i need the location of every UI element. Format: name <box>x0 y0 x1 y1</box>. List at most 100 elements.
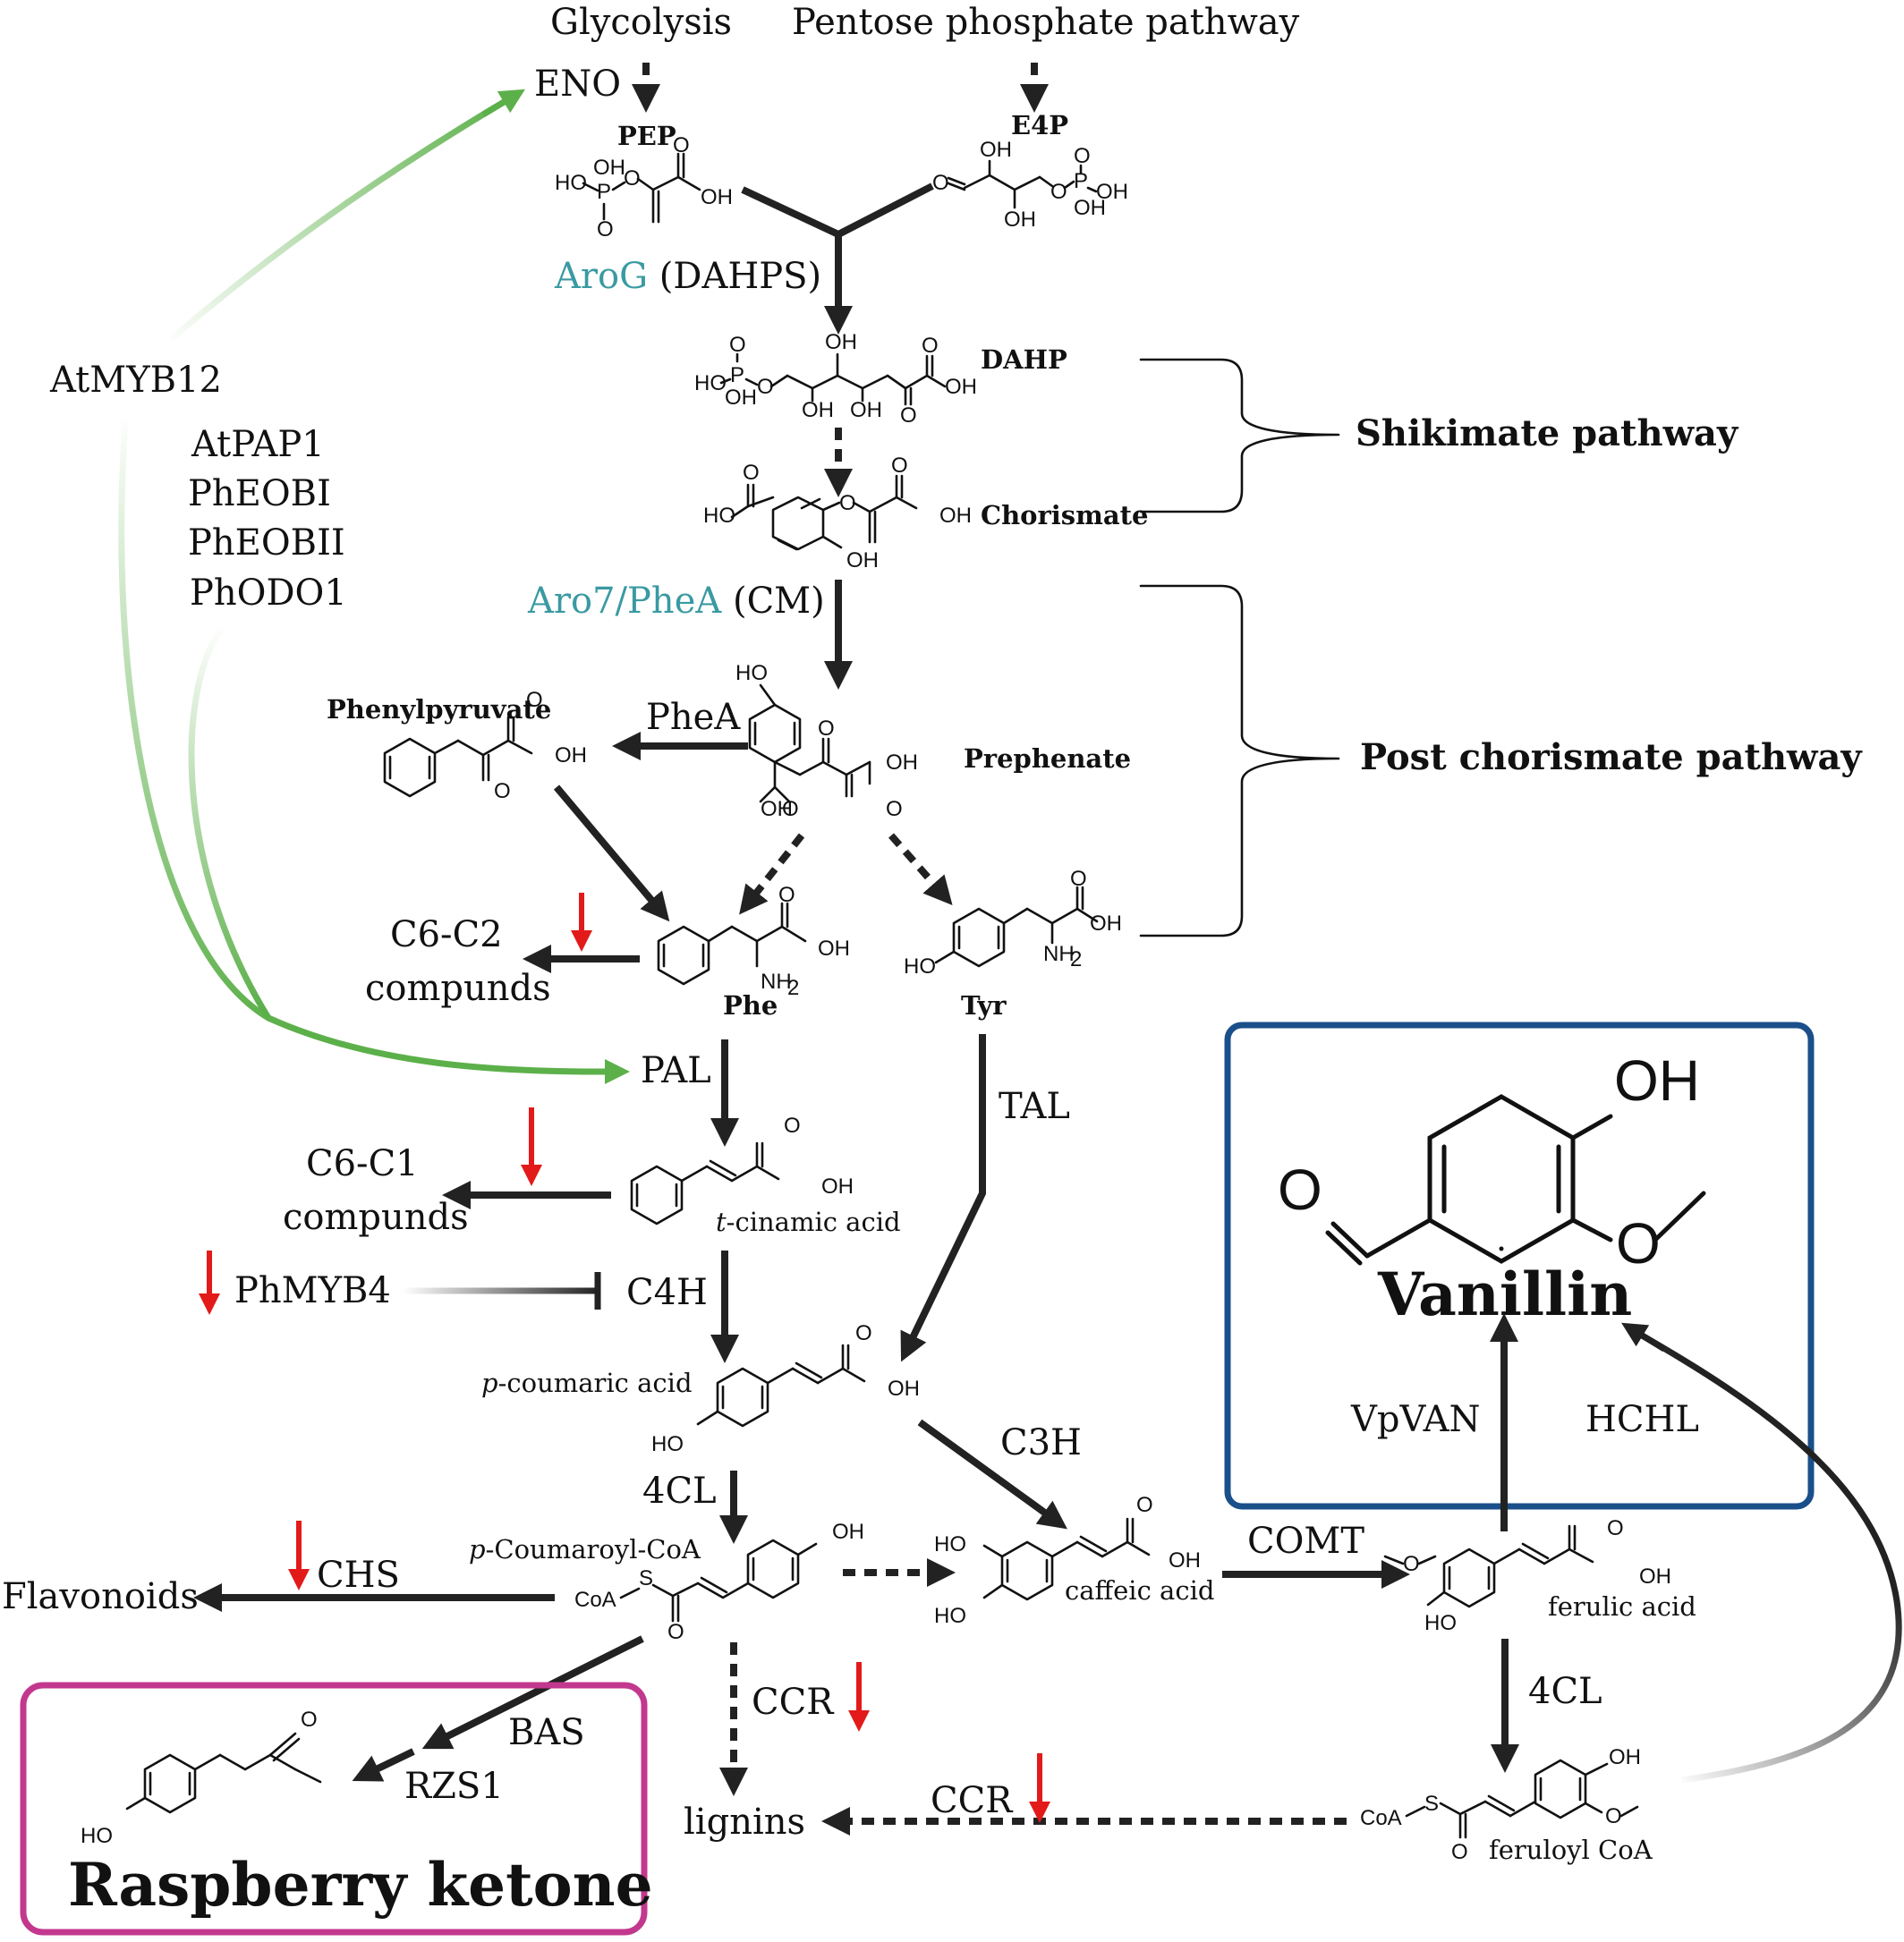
c6c1-label-line2: compunds <box>283 1197 469 1238</box>
coumaric-acid-label: p-coumaric acid <box>481 1368 693 1398</box>
cinamic-acid-label: t-cinamic acid <box>716 1207 901 1237</box>
svg-text:O: O <box>1607 1516 1624 1540</box>
svg-text:OH: OH <box>701 185 733 209</box>
svg-text:O: O <box>1278 1158 1322 1222</box>
svg-text:P: P <box>730 363 744 387</box>
tal-arrow <box>900 1034 986 1362</box>
svg-text:CoA: CoA <box>574 1588 616 1612</box>
svg-text:O: O <box>891 454 908 478</box>
svg-text:O: O <box>1070 867 1087 891</box>
c6c1-label-line1: C6-C1 <box>306 1143 419 1184</box>
svg-text:O: O <box>597 217 614 242</box>
prephenate-to-tyr-arrow <box>888 833 953 906</box>
svg-text:OH: OH <box>802 398 834 422</box>
regulator-phodo1: PhODO1 <box>190 572 347 614</box>
ccr-enzyme-label-1: CCR <box>752 1682 835 1723</box>
svg-text:O: O <box>886 797 903 821</box>
svg-text:OH: OH <box>1639 1565 1671 1589</box>
svg-text:CoA: CoA <box>1360 1806 1402 1830</box>
pep-label: PEP <box>617 121 676 151</box>
svg-text:OH: OH <box>886 751 918 775</box>
dahp-structure: O P HO OH O OH OH OH O O OH <box>694 330 977 428</box>
prephenate-to-phe-arrow <box>739 833 805 915</box>
hchl-enzyme-label: HCHL <box>1585 1399 1699 1440</box>
flavonoids-label: Flavonoids <box>2 1576 199 1617</box>
coumaric-acid-structure: HO O OH <box>651 1321 920 1456</box>
svg-text:OH: OH <box>593 156 625 180</box>
phenylpyruvate-label: Phenylpyruvate <box>327 694 551 725</box>
tal-enzyme-label: TAL <box>999 1086 1070 1127</box>
svg-text:OH: OH <box>1609 1745 1641 1769</box>
phmyb4-label: PhMYB4 <box>234 1270 391 1311</box>
svg-text:OH: OH <box>1096 180 1128 204</box>
svg-text:O: O <box>1074 144 1091 168</box>
svg-text:HO: HO <box>904 954 936 979</box>
svg-text:O: O <box>839 491 856 515</box>
atmyb12-label: AtMYB12 <box>49 360 222 401</box>
svg-text:O: O <box>673 133 690 157</box>
prephenate-structure: HO O OH O OH O <box>735 661 918 821</box>
svg-text:O: O <box>301 1708 318 1732</box>
shikimate-brace <box>1139 358 1340 513</box>
svg-text:HO: HO <box>934 1532 966 1556</box>
post-chorismate-brace <box>1139 584 1340 937</box>
svg-text:OH: OH <box>939 504 972 528</box>
phea-enzyme-label: PheA <box>646 697 741 738</box>
svg-text:HO: HO <box>1424 1611 1457 1635</box>
svg-text:O: O <box>855 1321 872 1345</box>
svg-text:HO: HO <box>81 1824 113 1848</box>
c4h-enzyme-label: C4H <box>626 1272 708 1313</box>
svg-text:NH: NH <box>1043 942 1075 966</box>
svg-text:OH: OH <box>825 330 857 354</box>
vpvan-enzyme-label: VpVAN <box>1350 1399 1481 1440</box>
svg-text:HO: HO <box>934 1604 966 1628</box>
atmyb12-arrowhead <box>481 89 526 118</box>
svg-text:OH: OH <box>846 548 879 572</box>
chorismate-structure: HO O O OH O OH <box>703 454 972 572</box>
vanillin-box <box>1224 1022 1815 1510</box>
svg-text:O: O <box>757 375 774 399</box>
coumaroyl-to-raspberry-arrow-b <box>352 1748 415 1782</box>
chorismate-label: Chorismate <box>981 500 1148 530</box>
svg-text:O: O <box>778 883 795 907</box>
regulators-to-pal-curve <box>188 623 271 1020</box>
phe-label: Phe <box>723 990 778 1021</box>
svg-text:O: O <box>1050 180 1067 204</box>
hchl-arrowhead <box>1621 1322 1666 1352</box>
svg-text:O: O <box>1451 1840 1468 1864</box>
glycolysis-label: Glycolysis <box>550 2 732 43</box>
svg-text:O: O <box>1616 1211 1661 1276</box>
c3h-arrow <box>917 1419 1067 1530</box>
svg-text:P: P <box>1074 169 1088 193</box>
coumaroyl-coa-structure: CoA S O OH <box>574 1520 864 1644</box>
regulator-atpap1: AtPAP1 <box>191 424 325 465</box>
svg-text:P: P <box>597 180 611 204</box>
4cl-enzyme-label-2: 4CL <box>1528 1671 1602 1712</box>
svg-text:O: O <box>784 1114 801 1138</box>
svg-text:OH: OH <box>818 937 850 961</box>
coumaroyl-to-raspberry-arrow-a <box>421 1635 644 1750</box>
svg-text:NH: NH <box>761 970 792 994</box>
shikimate-pathway-label: Shikimate pathway <box>1356 412 1739 454</box>
svg-text:OH: OH <box>1074 196 1106 220</box>
svg-text:O: O <box>1136 1493 1153 1517</box>
svg-text:2: 2 <box>787 976 799 1000</box>
regulator-pheobi: PhEOBI <box>188 473 331 514</box>
svg-text:O: O <box>932 171 949 195</box>
svg-text:S: S <box>639 1566 653 1590</box>
svg-text:HO: HO <box>735 661 768 685</box>
caffeic-acid-label: caffeic acid <box>1065 1575 1214 1606</box>
svg-text:HO: HO <box>703 504 735 528</box>
svg-text:OH: OH <box>725 386 757 410</box>
feruloyl-coa-label: feruloyl CoA <box>1489 1835 1653 1865</box>
svg-text:O: O <box>624 166 641 191</box>
svg-text:OH: OH <box>888 1377 920 1401</box>
coumaroyl-coa-label: p-Coumaroyl-CoA <box>469 1534 701 1565</box>
svg-text:OH: OH <box>1004 208 1036 232</box>
svg-text:O: O <box>782 797 799 821</box>
atmyb12-to-eno-curve <box>167 95 512 343</box>
svg-text:HO: HO <box>651 1432 684 1456</box>
pep-structure: HO P OH O O O OH <box>555 133 733 242</box>
